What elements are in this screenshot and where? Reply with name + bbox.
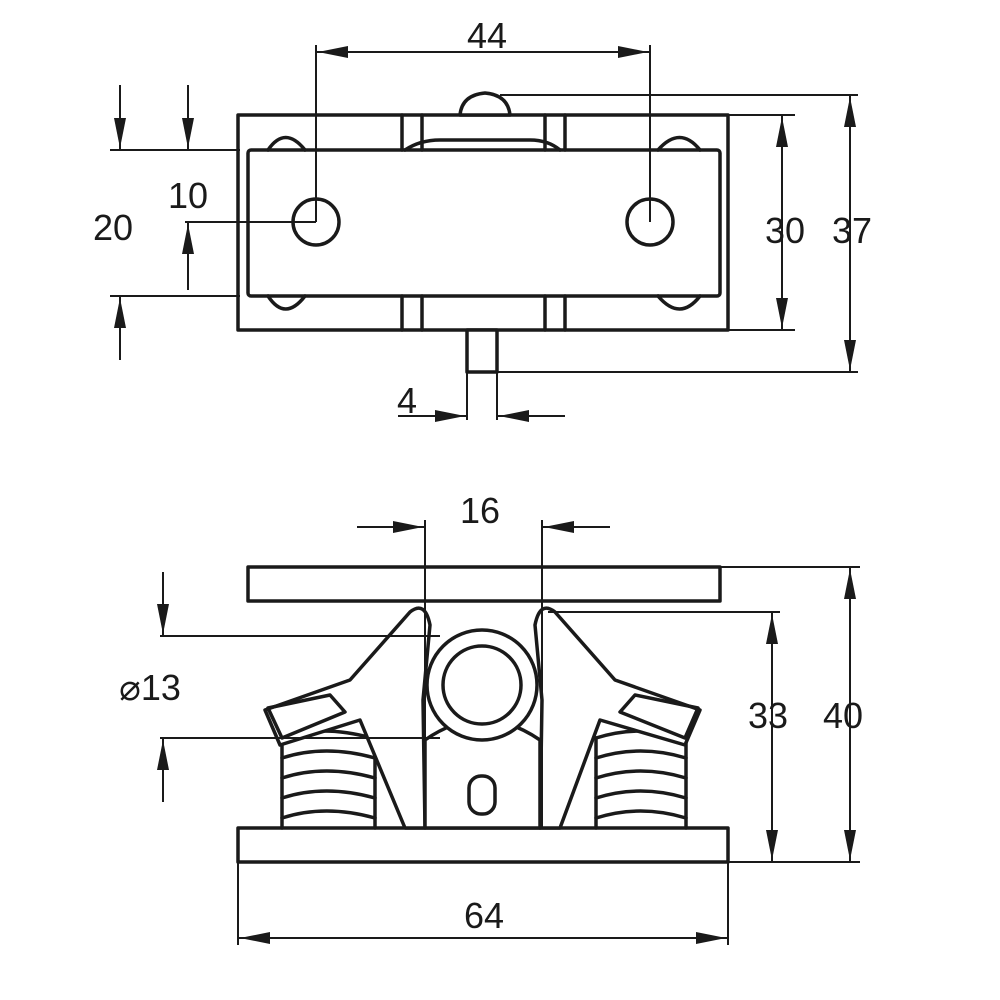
side-view-top-plate [246,565,722,603]
side-view-base-plate [236,826,730,864]
dim-body-height: 30 [765,210,805,251]
dim-overall-height-top: 37 [832,210,872,251]
dim-plate-height: 20 [93,207,133,248]
left-spring [280,729,377,830]
right-spring [594,729,688,830]
top-view-pin [465,328,499,374]
side-view: 16 ⌀13 33 40 64 [119,490,863,945]
dim-jaw-gap: 16 [460,490,500,531]
dim-slot-width: 10 [168,175,208,216]
left-jaw [263,606,432,830]
dim-base-length: 64 [464,895,504,936]
roller-inner [441,644,523,726]
dim-overall-height-side: 40 [823,695,863,736]
top-view-knob [458,91,512,117]
dim-pin-diameter: 4 [397,380,417,421]
right-jaw [533,606,702,830]
dim-hole-spacing: 44 [467,15,507,56]
dim-roller-diameter: ⌀13 [119,667,181,708]
dim-jaw-height: 33 [748,695,788,736]
top-view: 44 10 20 30 37 4 [93,15,872,422]
center-slot [467,774,497,816]
